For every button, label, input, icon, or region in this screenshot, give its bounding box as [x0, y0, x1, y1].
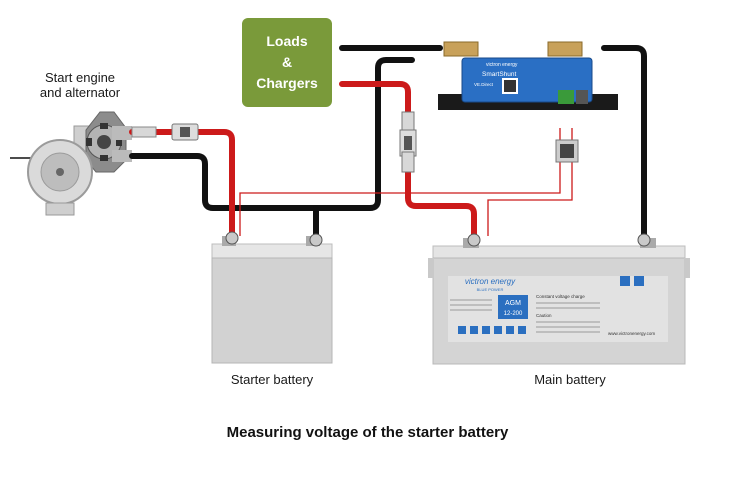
- engine-label: Start engine and alternator: [20, 70, 140, 100]
- positive-cables: [129, 81, 477, 239]
- main-battery-brand-sub: BLUE POWER: [477, 287, 504, 292]
- terminal-clamps: [225, 231, 651, 247]
- ampersand-label: &: [281, 54, 293, 70]
- shunt-name: SmartShunt: [482, 71, 517, 78]
- inline-fuses: [131, 111, 579, 173]
- shunt-port: VE.Direct: [474, 82, 494, 87]
- starter-battery-label: Starter battery: [230, 372, 314, 387]
- loads-label: Loads: [266, 33, 308, 49]
- chargers-label: Chargers: [256, 75, 318, 91]
- engine-label-line2: and alternator: [39, 85, 121, 100]
- negative-cables: [129, 45, 647, 239]
- main-battery-label: Main battery: [534, 372, 606, 387]
- model-text: 12-200: [504, 311, 523, 317]
- main-battery-brand: victron energy: [465, 277, 516, 286]
- caution-heading: Caution: [536, 313, 552, 318]
- diagram-caption: Measuring voltage of the starter battery: [226, 424, 509, 441]
- website-text: www.victronenergy.com: [608, 331, 655, 336]
- shunt-brand: victron energy: [486, 62, 518, 68]
- agm-text: AGM: [505, 300, 521, 307]
- alternator: [10, 111, 132, 216]
- starter-battery: [211, 236, 333, 364]
- smartshunt: victron energy SmartShunt VE.Direct: [438, 41, 618, 110]
- charge-heading: Constant voltage charge: [536, 294, 585, 299]
- engine-label-line1: Start engine: [44, 70, 116, 85]
- main-battery: AGM 12-200 victron energy BLUE POWER Con…: [428, 238, 690, 365]
- loads-chargers-box: Loads & Chargers: [242, 18, 332, 107]
